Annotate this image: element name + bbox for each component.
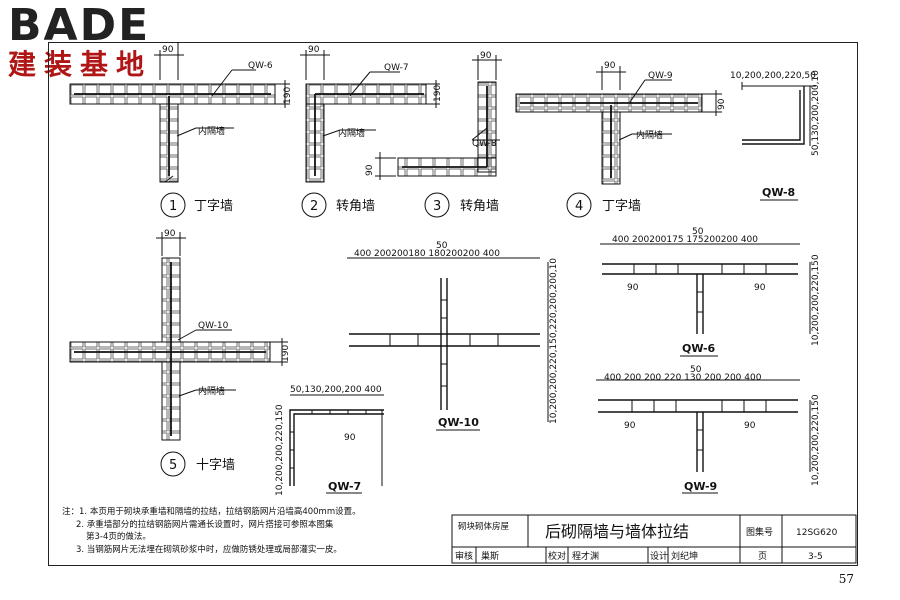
label-qw9-d4: QW-9 <box>648 71 673 81</box>
dim-d5-190: 190 <box>281 345 291 362</box>
note-line-2: 2. 承重墙部分的拉结钢筋网片需通长设置时，网片搭接可参照本图集 <box>76 519 334 530</box>
label-partition-d5: 内隔墙 <box>198 385 225 397</box>
drawing-frame <box>48 42 858 566</box>
dim-d2-90: 90 <box>308 45 320 55</box>
tb-design-name: 刘纪坤 <box>671 550 698 562</box>
tb-design-label: 设计 <box>650 550 668 562</box>
label-partition-d4: 内隔墙 <box>636 129 663 141</box>
caption-1-num: 1 <box>169 199 177 214</box>
tb-review-name: 巢斯 <box>481 550 499 562</box>
mesh-name-qw7: QW-7 <box>328 480 361 493</box>
dim-qw9-90-right: 90 <box>744 421 756 431</box>
mesh-name-qw6: QW-6 <box>682 342 716 355</box>
tb-category: 砌块砌体房屋 <box>458 521 510 532</box>
diagram-1-t-wall <box>69 42 290 183</box>
label-qw6-d1: QW-6 <box>248 61 273 71</box>
tb-check-label: 校对 <box>548 550 566 562</box>
caption-3-num: 3 <box>433 199 441 214</box>
tb-page-label: 页 <box>758 551 767 562</box>
dim-qw10-50: 50 <box>436 241 448 251</box>
note-line-1: 1. 本页用于砌块承重墙和隔墙的拉结，拉结钢筋网片沿墙高400mm设置。 <box>79 507 361 517</box>
qw8-mesh <box>741 82 816 146</box>
dim-d3-90-side: 90 <box>365 164 375 176</box>
dim-d1-190: 190 <box>283 87 293 104</box>
notes: 注：1. 本页用于砌块承重墙和隔墙的拉结，拉结钢筋网片沿墙高400mm设置。 2… <box>62 506 442 556</box>
mesh-name-qw10: QW-10 <box>438 416 479 429</box>
dim-d5-90: 90 <box>164 229 176 239</box>
page-number: 57 <box>838 572 854 586</box>
dim-d1-90: 90 <box>162 45 174 55</box>
dim-qw7-side: 10,200,200,220,150 <box>275 404 285 496</box>
dim-d2-190: 190 <box>433 85 443 102</box>
note-line-3: 第3-4页的做法。 <box>86 532 151 542</box>
dim-qw9-top: 400 200 200 220 130 200 200 400 <box>604 373 762 383</box>
diagram-4-t-wall <box>515 66 722 185</box>
qw9-mesh <box>596 379 811 472</box>
dim-qw9-side: 10,200,200,220,150 <box>811 394 821 486</box>
dim-qw6-side: 10,200,200,220,150 <box>811 254 821 346</box>
caption-2-num: 2 <box>310 199 318 214</box>
label-partition-d2: 内隔墙 <box>338 127 365 139</box>
logo-letters: BADE <box>8 0 151 51</box>
mesh-name-qw9: QW-9 <box>684 480 717 493</box>
dim-d4-90: 90 <box>604 61 616 71</box>
dim-qw8-side: 50,130,200,200,10 <box>811 70 821 156</box>
note-line-4: 3. 当钢筋网片无法埋在砌筑砂浆中时，应做防锈处理或局部灌实一皮。 <box>76 544 342 555</box>
diagram-2-corner <box>300 50 440 183</box>
dim-qw6-90-left: 90 <box>627 283 639 293</box>
caption-2-label: 转角墙 <box>336 199 375 214</box>
dim-qw10-top: 400 200200180 180200200 400 <box>354 249 500 259</box>
notes-prefix: 注： <box>62 507 80 517</box>
tb-title: 后砌隔墙与墙体拉结 <box>545 522 689 541</box>
dim-qw6-50: 50 <box>692 227 704 237</box>
tb-check-name: 程才渊 <box>572 550 599 562</box>
dim-d4-90-side: 90 <box>717 98 727 110</box>
dim-qw8-top: 10,200,200,220,50 <box>730 71 816 81</box>
dim-qw6-90-right: 90 <box>754 283 766 293</box>
tb-atlas-label: 图集号 <box>746 526 773 538</box>
tb-atlas-no: 12SG620 <box>796 528 838 538</box>
dim-d3-90: 90 <box>480 51 492 61</box>
qw10-mesh <box>347 257 549 422</box>
dim-qw7-top: 50,130,200,200 400 <box>290 385 382 395</box>
diagram-3-corner <box>375 55 502 180</box>
caption-4-label: 丁字墙 <box>602 199 641 214</box>
dim-qw9-50: 50 <box>690 365 702 375</box>
brand-logo: BADE 建装基地 <box>8 4 178 94</box>
caption-1-label: 丁字墙 <box>194 199 233 214</box>
label-qw10-d5: QW-10 <box>198 321 229 331</box>
title-block <box>451 514 857 564</box>
label-qw7-d2: QW-7 <box>384 63 409 73</box>
dim-qw10-side: 10,200,200,220,150,220,200,200,10 <box>549 258 559 424</box>
qw7-mesh <box>289 394 384 486</box>
dim-qw7-90: 90 <box>344 433 356 443</box>
label-partition-d1: 内隔墙 <box>198 125 225 137</box>
qw6-mesh <box>600 243 811 334</box>
dim-qw9-90-left: 90 <box>624 421 636 431</box>
caption-5-num: 5 <box>169 458 177 473</box>
tb-page-no: 3-5 <box>808 552 823 562</box>
mesh-name-qw8: QW-8 <box>762 186 795 199</box>
tb-review-label: 审核 <box>455 550 473 562</box>
caption-4-num: 4 <box>575 199 583 214</box>
dim-qw6-top: 400 200200175 175200200 400 <box>612 235 758 245</box>
logo-chinese: 建装基地 <box>8 48 153 81</box>
label-qw8-d3: QW-8 <box>472 139 497 149</box>
diagram-5-cross-wall <box>69 232 288 441</box>
caption-5-label: 十字墙 <box>196 458 235 473</box>
caption-3-label: 转角墙 <box>460 199 499 214</box>
